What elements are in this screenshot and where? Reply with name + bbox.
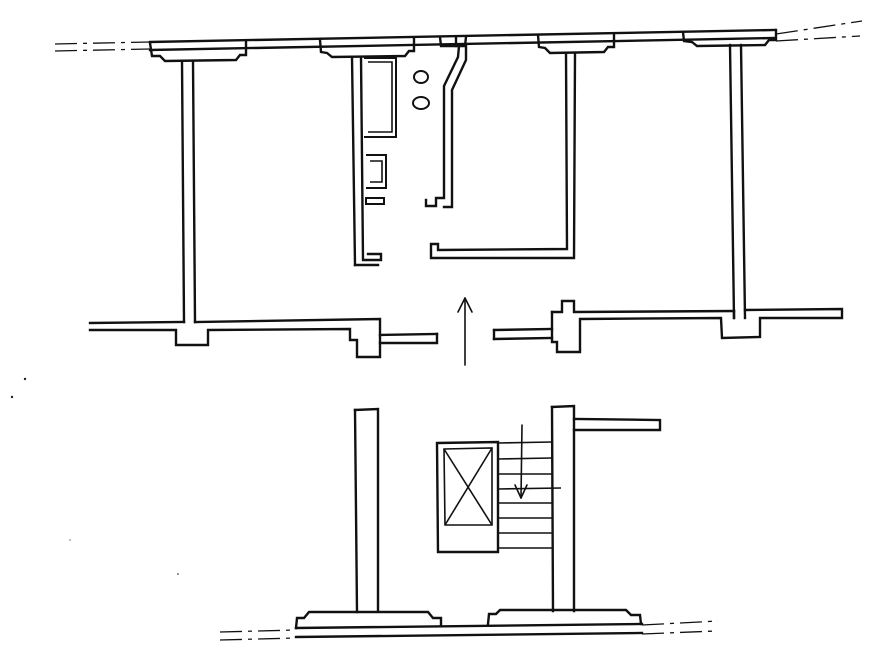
up-arrow-icon [457, 297, 473, 366]
duct-wall [424, 36, 468, 209]
toilet-stub [365, 197, 385, 205]
bidet-ellipse-2 [412, 96, 430, 110]
corridor-wall-right [492, 299, 844, 354]
corridor-wall-left [88, 317, 439, 359]
speck-marks [10, 377, 179, 575]
elevator-cross-icon [435, 440, 500, 554]
lower-facade-pillars [294, 608, 643, 630]
sink [366, 154, 387, 189]
stair-core-left-wall [353, 407, 380, 614]
stair-treads [497, 441, 562, 549]
bathtub [364, 57, 397, 138]
left-partition-wall [180, 59, 197, 324]
bottom-axis-lines [219, 620, 719, 641]
stair-core-right-wall [550, 404, 662, 613]
down-arrow-icon [514, 424, 528, 499]
right-partition-wall [728, 43, 747, 320]
upper-facade-pillars [148, 28, 778, 63]
top-axis-lines [54, 20, 863, 52]
lower-facade-wall [294, 622, 644, 639]
room-partition-right [429, 51, 577, 260]
bathroom-walls [350, 55, 383, 267]
upper-facade-wall [148, 28, 777, 52]
bidet-ellipse-1 [413, 70, 429, 84]
